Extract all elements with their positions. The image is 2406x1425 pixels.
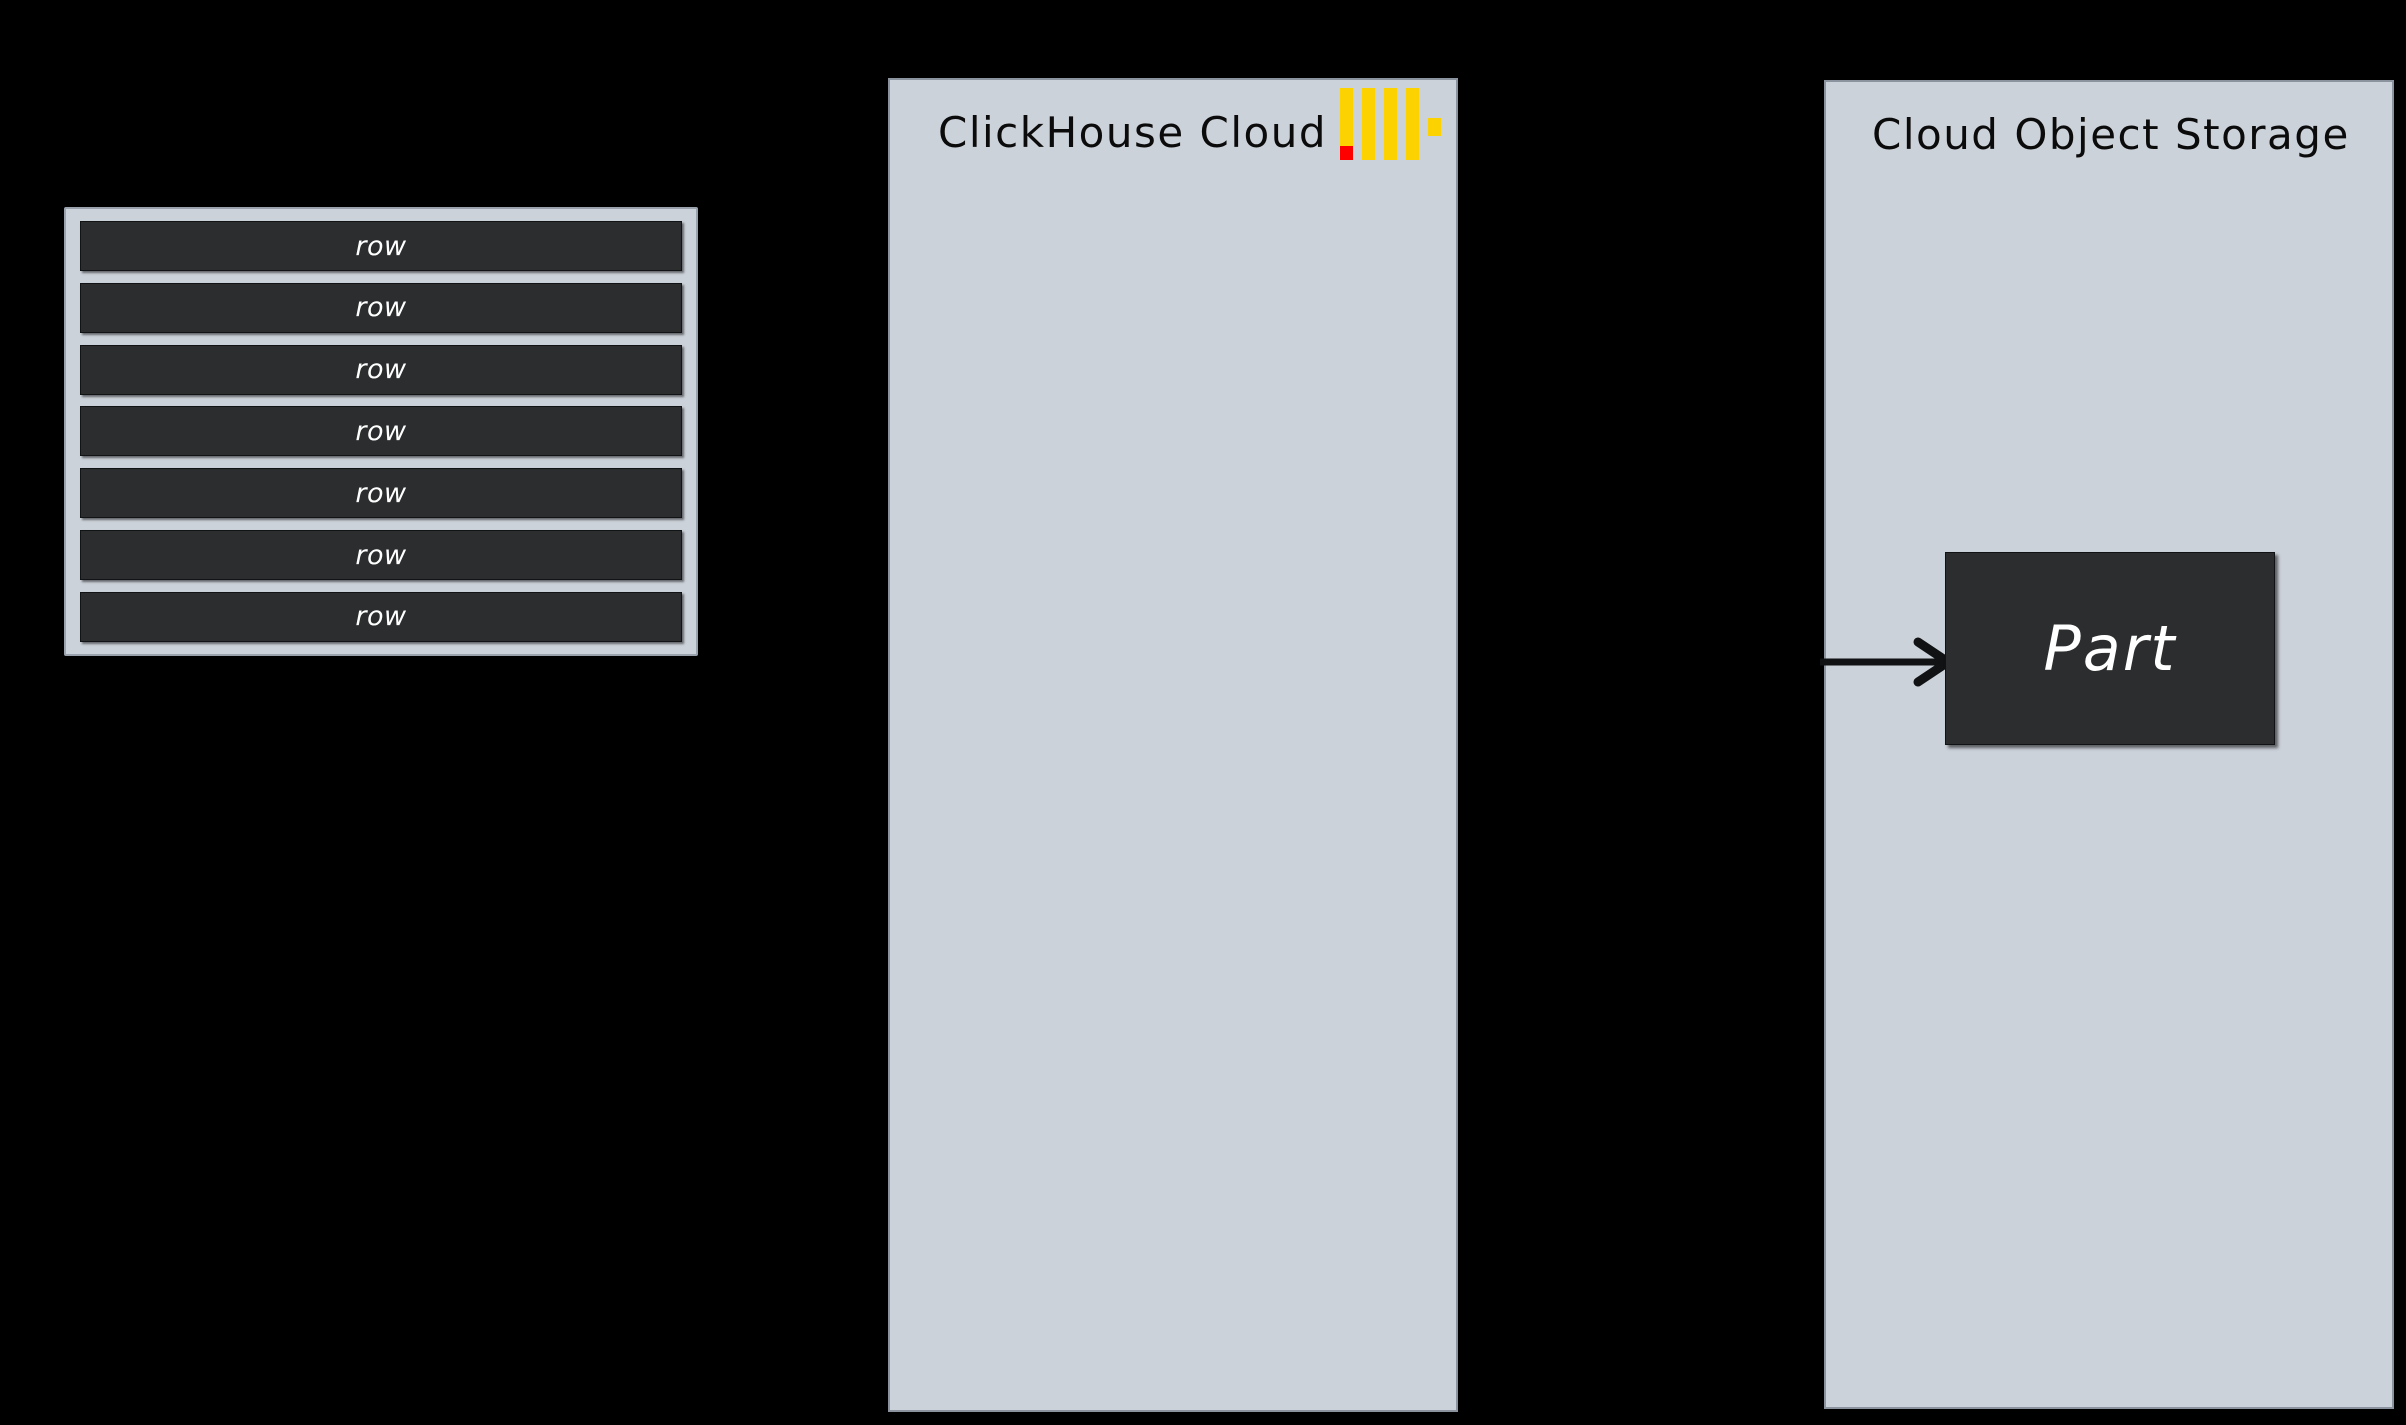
table-row: row [80, 344, 682, 395]
row-label: row [355, 415, 407, 447]
logo-bar-1 [1340, 88, 1353, 160]
logo-red-marker [1340, 146, 1353, 160]
part-label: Part [2043, 612, 2177, 685]
logo-dot [1428, 118, 1441, 136]
logo-bar-2 [1362, 88, 1375, 160]
clickhouse-cloud-panel [888, 78, 1458, 1412]
table-row: row [80, 406, 682, 457]
logo-bar-3 [1384, 88, 1397, 160]
part-block: Part [1945, 552, 2275, 745]
row-label: row [355, 477, 407, 509]
row-label: row [355, 601, 407, 633]
table-row: row [80, 282, 682, 333]
row-label: row [355, 539, 407, 571]
row-label: row [355, 354, 407, 386]
table-row: row [80, 221, 682, 271]
table-row: row [80, 591, 682, 642]
table-row: row [80, 530, 682, 581]
cloud-object-storage-title: Cloud Object Storage [1872, 110, 2350, 159]
row-label: row [355, 292, 407, 324]
row-label: row [355, 230, 407, 262]
logo-bar-4 [1406, 88, 1419, 160]
clickhouse-cloud-title: ClickHouse Cloud [938, 108, 1328, 157]
insert-arrow-icon [1820, 637, 1957, 687]
clickhouse-logo-icon [1340, 88, 1441, 160]
rows-table: row row row row row row row [64, 207, 698, 656]
table-row: row [80, 468, 682, 519]
